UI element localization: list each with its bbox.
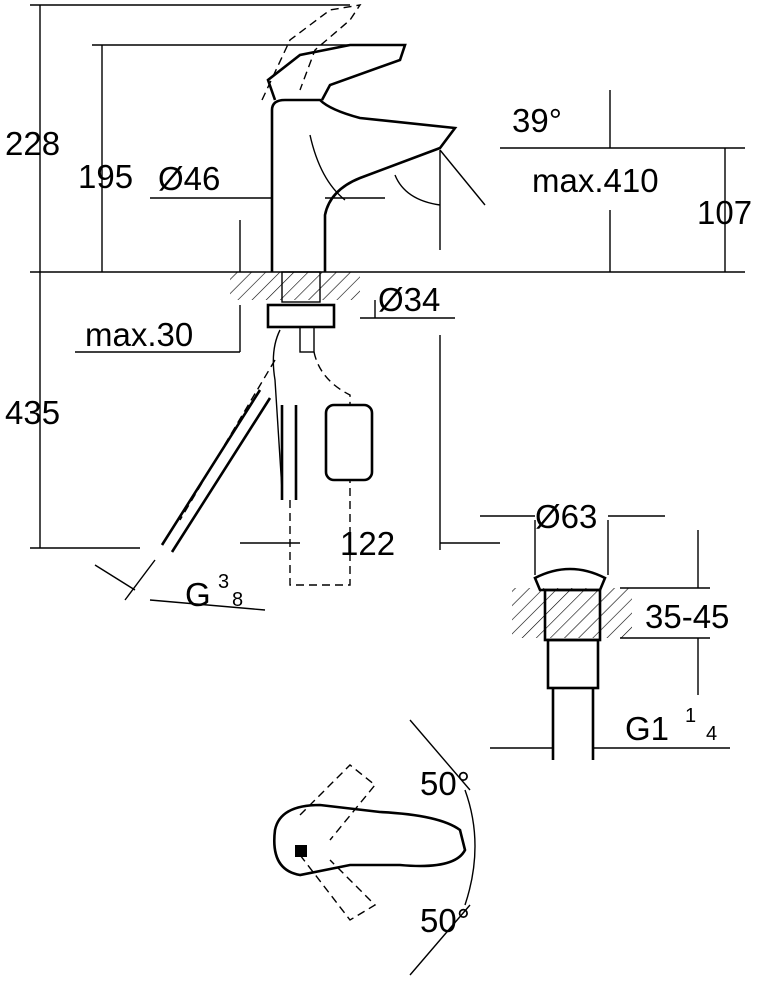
svg-text:G1: G1: [625, 710, 669, 747]
label-outlet-height: 107: [697, 194, 752, 231]
below-deck-assembly: [124, 271, 441, 601]
label-max-projection: max.410: [532, 162, 659, 199]
pop-up-waste: [512, 520, 632, 760]
label-waste-thread: G1 1 4: [625, 705, 717, 747]
dimension-lines: [30, 4, 745, 749]
label-spout-height: 195: [78, 158, 133, 195]
label-body-diameter: Ø46: [158, 160, 220, 197]
label-shank-diameter: Ø34: [378, 281, 440, 318]
label-total-height: 228: [5, 125, 60, 162]
label-max-deck: max.30: [85, 316, 193, 353]
svg-text:3: 3: [218, 571, 229, 593]
label-rotation-right: 50°: [420, 902, 470, 939]
label-lever-angle: 39°: [512, 102, 562, 139]
label-waste-diameter: Ø63: [535, 498, 597, 535]
label-rotation-left: 50°: [420, 765, 470, 802]
svg-text:G: G: [185, 576, 211, 613]
label-filter-offset: 122: [340, 525, 395, 562]
label-hose-thread: G 3 8: [185, 571, 243, 613]
faucet-top-view: [273, 719, 476, 976]
dimension-labels: 228 195 Ø46 39° max.410 107 Ø34 max.30 4…: [5, 102, 752, 939]
svg-text:4: 4: [706, 723, 717, 745]
svg-text:8: 8: [232, 589, 243, 611]
svg-text:1: 1: [685, 705, 696, 727]
label-basin-thickness: 35-45: [645, 598, 729, 635]
label-below-deck: 435: [5, 394, 60, 431]
